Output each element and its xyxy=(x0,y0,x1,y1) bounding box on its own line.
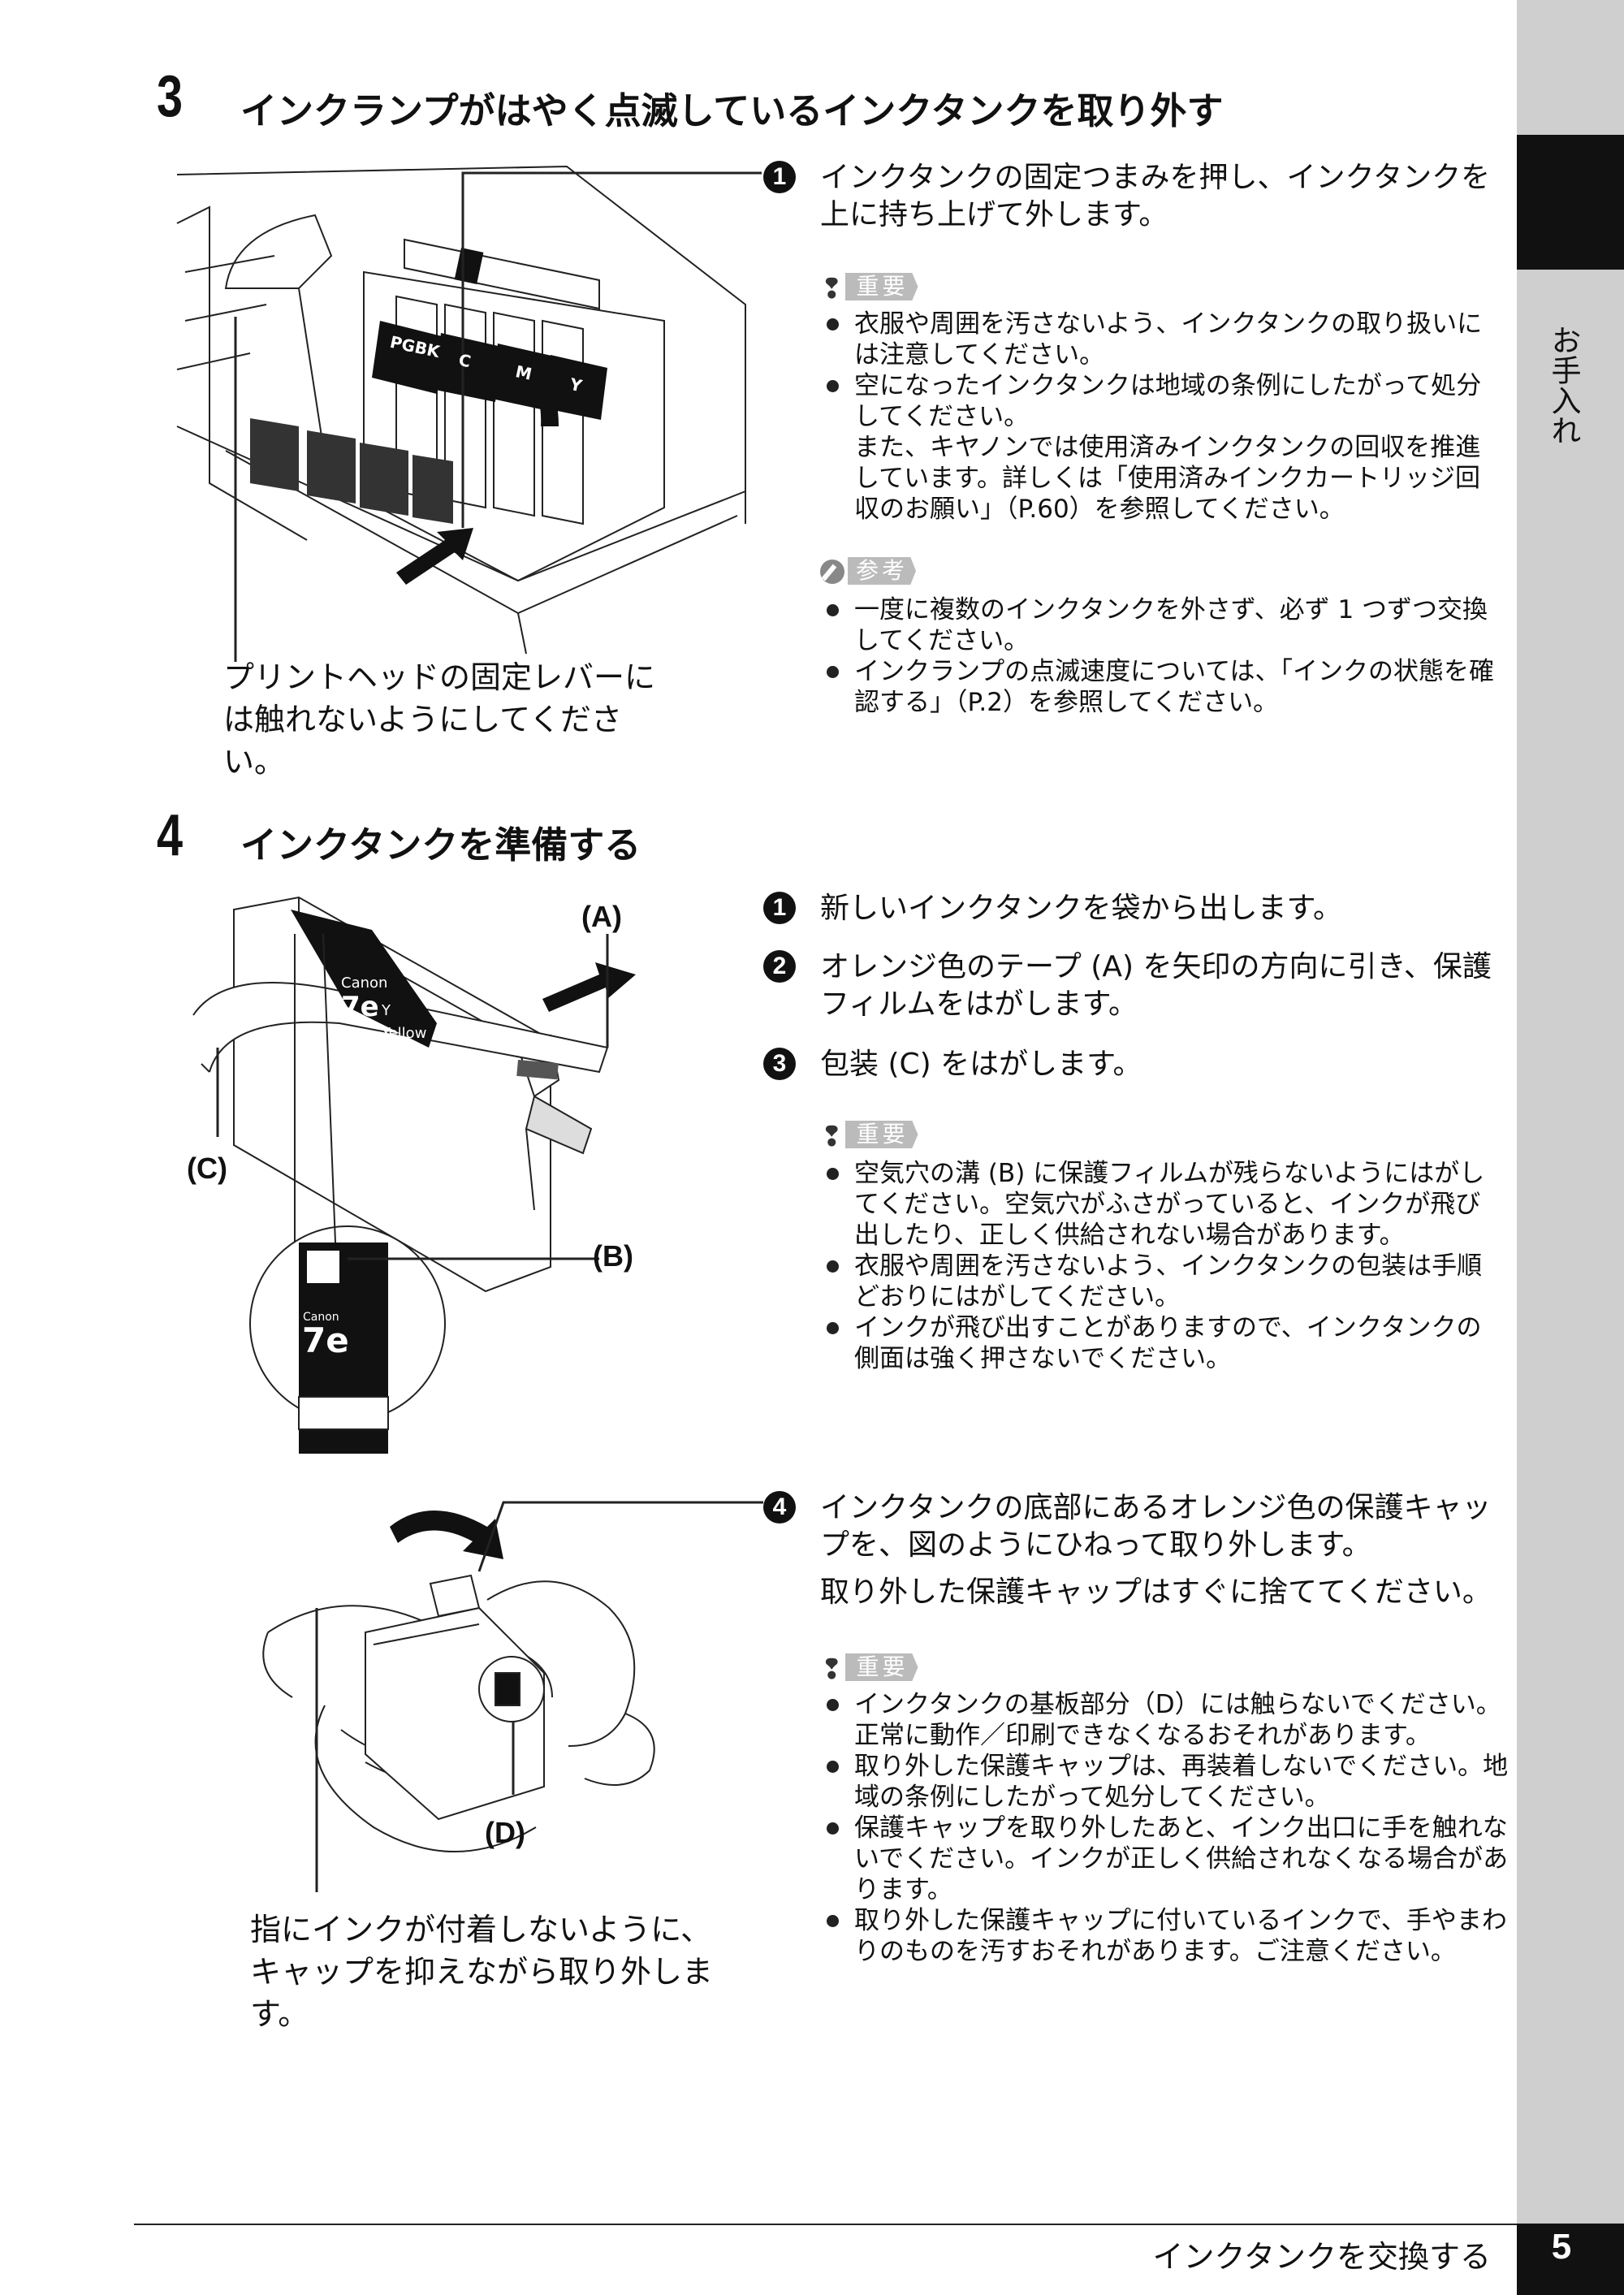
section3-title: インクランプがはやく点滅しているインクタンクを取り外す xyxy=(240,89,1224,132)
important-tag: ❢重要 xyxy=(820,1653,918,1686)
important-tag: ❢重要 xyxy=(820,1121,918,1153)
section3-important-list: 衣服や周囲を汚さないよう、インクタンクの取り扱いには注意してください。 空になっ… xyxy=(820,309,1502,525)
side-tab-marker xyxy=(1517,135,1624,270)
section3-caption: プリントヘッドの固定レバーには触れないようにしてください。 xyxy=(223,659,656,780)
list-item: 空になったインクタンクは地域の条例にしたがって処分してください。 また、キヤノン… xyxy=(820,370,1502,525)
step-badge: 3 xyxy=(763,1048,796,1080)
tank-color-letter: Y xyxy=(382,1002,391,1019)
section4-caption: 指にインクが付着しないように、キャップを抑えながら取り外します。 xyxy=(250,1912,714,2032)
section4-step1-text: 新しいインクタンクを袋から出します。 xyxy=(820,892,1342,925)
list-item: インクタンクの基板部分（D）には触らないでください。正常に動作／印刷できなくなる… xyxy=(820,1689,1510,1751)
tank-brand: Canon xyxy=(341,975,388,992)
section4-step2-text: オレンジ色のテープ (A) を矢印の方向に引き、保護フィルムをはがします。 xyxy=(820,950,1492,1021)
exclamation-icon: ❢ xyxy=(820,1653,844,1686)
label-b: (B) xyxy=(593,1239,633,1273)
footer-rule xyxy=(134,2224,1517,2225)
printer-carriage-illustration xyxy=(176,165,762,662)
list-item: 空気穴の溝 (B) に保護フィルムが残らないようにはがしてください。空気穴がふさ… xyxy=(820,1158,1502,1251)
inset-tank-brand: Canon xyxy=(303,1311,339,1324)
list-item: インクが飛び出すことがありますので、インクタンクの側面は強く押さないでください。 xyxy=(820,1312,1502,1374)
list-item: 取り外した保護キャップに付いているインクで、手やまわりのものを汚すおそれがありま… xyxy=(820,1905,1510,1967)
footer-title: インクタンクを交換する xyxy=(1152,2239,1491,2275)
list-item: 保護キャップを取り外したあと、インク出口に手を触れないでください。インクが正しく… xyxy=(820,1813,1510,1905)
exclamation-icon: ❢ xyxy=(820,273,844,305)
section3-number: 3 xyxy=(157,64,184,129)
list-item: インクランプの点滅速度については、「インクの状態を確認する」（P.2）を参照して… xyxy=(820,656,1502,718)
section4-important-list: 空気穴の溝 (B) に保護フィルムが残らないようにはがしてください。空気穴がふさ… xyxy=(820,1158,1502,1374)
cap-removal-illustration xyxy=(262,1501,763,1892)
page-number-box xyxy=(1517,2224,1624,2295)
label-d: (D) xyxy=(485,1816,525,1849)
section3-step1-text: インクタンクの固定つまみを押し、インクタンクを上に持ち上げて外します。 xyxy=(820,161,1491,231)
tank-model: 7e xyxy=(341,991,379,1023)
side-tab-label: お手入れ xyxy=(1546,325,1581,445)
label-c: (C) xyxy=(187,1152,227,1185)
list-item: 衣服や周囲を汚さないよう、インクタンクの取り扱いには注意してください。 xyxy=(820,309,1502,370)
section4-title: インクタンクを準備する xyxy=(240,823,641,867)
section4-number: 4 xyxy=(157,803,184,868)
label-a: (A) xyxy=(581,900,622,933)
list-item: 衣服や周囲を汚さないよう、インクタンクの包装は手順どおりにはがしてください。 xyxy=(820,1251,1502,1312)
step-badge: 4 xyxy=(763,1491,796,1524)
step-badge: 2 xyxy=(763,950,796,983)
important-tag: ❢重要 xyxy=(820,273,918,305)
section4-step4-text: インクタンクの底部にあるオレンジ色の保護キャップを、図のようにひねって取り外しま… xyxy=(820,1491,1492,1562)
tank-color-name: Yellow xyxy=(382,1025,427,1042)
section3-reference-list: 一度に複数のインクタンクを外さず、必ず 1 つずつ交換してください。 インクラン… xyxy=(820,594,1502,718)
step-badge: 1 xyxy=(763,161,796,193)
section4-step4-text2: 取り外した保護キャップはすぐに捨ててください。 xyxy=(820,1575,1492,1609)
section4-important2-list: インクタンクの基板部分（D）には触らないでください。正常に動作／印刷できなくなる… xyxy=(820,1689,1510,1967)
list-item: 取り外した保護キャップは、再装着しないでください。地域の条例にしたがって処分して… xyxy=(820,1751,1510,1813)
reference-tag: 参考 xyxy=(820,557,917,585)
side-tab-background xyxy=(1517,0,1624,2295)
inset-tank-color: Y xyxy=(309,1369,322,1394)
step-badge: 1 xyxy=(763,892,796,924)
pencil-icon xyxy=(820,560,844,584)
section4-step3-text: 包装 (C) をはがします。 xyxy=(820,1048,1142,1081)
exclamation-icon: ❢ xyxy=(820,1121,844,1153)
inset-tank-model: 7e xyxy=(302,1320,349,1360)
ink-tank-film-illustration xyxy=(192,896,636,1454)
page-number: 5 xyxy=(1551,2227,1572,2267)
list-item: 一度に複数のインクタンクを外さず、必ず 1 つずつ交換してください。 xyxy=(820,594,1502,656)
